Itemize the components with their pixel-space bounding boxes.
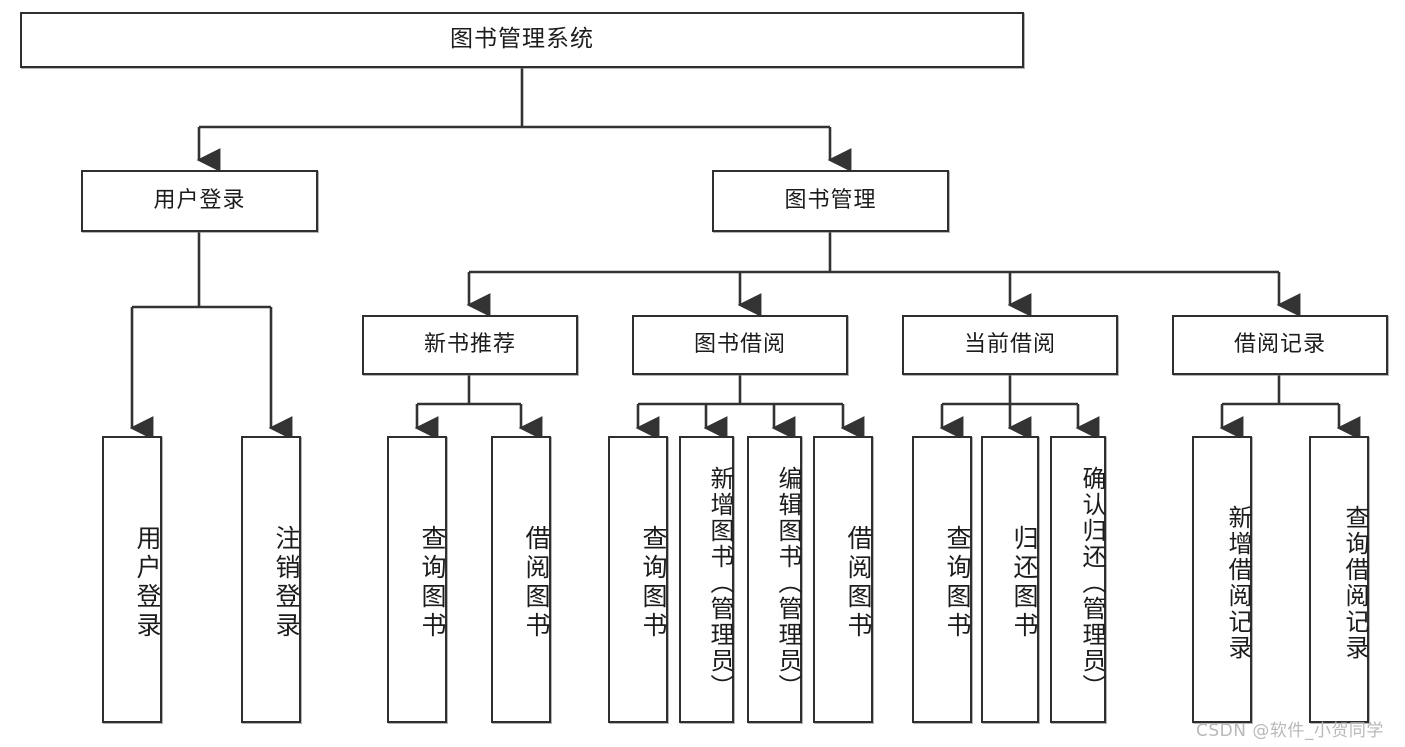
node-leaf-borrow-book-2-label: 借阅图书 bbox=[844, 524, 873, 641]
node-leaf-confirm-return[interactable]: 确认归还（管理员） bbox=[1050, 436, 1106, 723]
node-leaf-query-book-3-label: 查询图书 bbox=[943, 524, 972, 641]
node-leaf-return-book-label: 归还图书 bbox=[1010, 524, 1039, 641]
node-leaf-query-book-1-label: 查询图书 bbox=[418, 524, 447, 641]
node-leaf-logout-login[interactable]: 注销登录 bbox=[241, 436, 301, 723]
node-leaf-query-record-label: 查询借阅记录 bbox=[1341, 504, 1369, 661]
node-leaf-user-login-label: 用户登录 bbox=[133, 524, 162, 641]
node-book-borrow[interactable]: 图书借阅 bbox=[632, 315, 848, 375]
node-leaf-add-book-label: 新增图书（管理员） bbox=[706, 465, 734, 700]
node-leaf-borrow-book-2[interactable]: 借阅图书 bbox=[813, 436, 873, 723]
node-leaf-query-book-3[interactable]: 查询图书 bbox=[912, 436, 972, 723]
node-root-label: 图书管理系统 bbox=[450, 26, 594, 53]
node-book-management[interactable]: 图书管理 bbox=[712, 170, 949, 232]
node-leaf-borrow-book-1-label: 借阅图书 bbox=[522, 524, 551, 641]
node-leaf-return-book[interactable]: 归还图书 bbox=[981, 436, 1039, 723]
node-leaf-confirm-return-label: 确认归还（管理员） bbox=[1078, 465, 1106, 700]
watermark-text: CSDN @软件_小贺同学 bbox=[1196, 721, 1384, 741]
node-root[interactable]: 图书管理系统 bbox=[20, 12, 1024, 68]
node-book-borrow-label: 图书借阅 bbox=[693, 331, 786, 357]
node-leaf-add-record[interactable]: 新增借阅记录 bbox=[1192, 436, 1252, 723]
node-user-login[interactable]: 用户登录 bbox=[81, 170, 318, 232]
node-current-borrow-label: 当前借阅 bbox=[963, 331, 1056, 357]
node-leaf-logout-login-label: 注销登录 bbox=[272, 524, 301, 641]
node-leaf-user-login[interactable]: 用户登录 bbox=[102, 436, 162, 723]
node-user-login-label: 用户登录 bbox=[153, 187, 246, 213]
node-leaf-query-book-2[interactable]: 查询图书 bbox=[608, 436, 668, 723]
node-leaf-borrow-book-1[interactable]: 借阅图书 bbox=[491, 436, 551, 723]
node-leaf-query-book-1[interactable]: 查询图书 bbox=[387, 436, 447, 723]
node-leaf-edit-book-label: 编辑图书（管理员） bbox=[774, 465, 802, 700]
node-borrow-record[interactable]: 借阅记录 bbox=[1172, 315, 1388, 375]
node-leaf-query-book-2-label: 查询图书 bbox=[639, 524, 668, 641]
node-new-book-recommend[interactable]: 新书推荐 bbox=[362, 315, 578, 375]
node-new-book-recommend-label: 新书推荐 bbox=[423, 331, 516, 357]
node-leaf-edit-book[interactable]: 编辑图书（管理员） bbox=[747, 436, 802, 723]
node-current-borrow[interactable]: 当前借阅 bbox=[902, 315, 1118, 375]
node-leaf-add-book[interactable]: 新增图书（管理员） bbox=[679, 436, 734, 723]
node-leaf-add-record-label: 新增借阅记录 bbox=[1224, 504, 1252, 661]
node-book-management-label: 图书管理 bbox=[784, 187, 877, 213]
node-leaf-query-record[interactable]: 查询借阅记录 bbox=[1309, 436, 1369, 723]
node-borrow-record-label: 借阅记录 bbox=[1233, 331, 1326, 357]
